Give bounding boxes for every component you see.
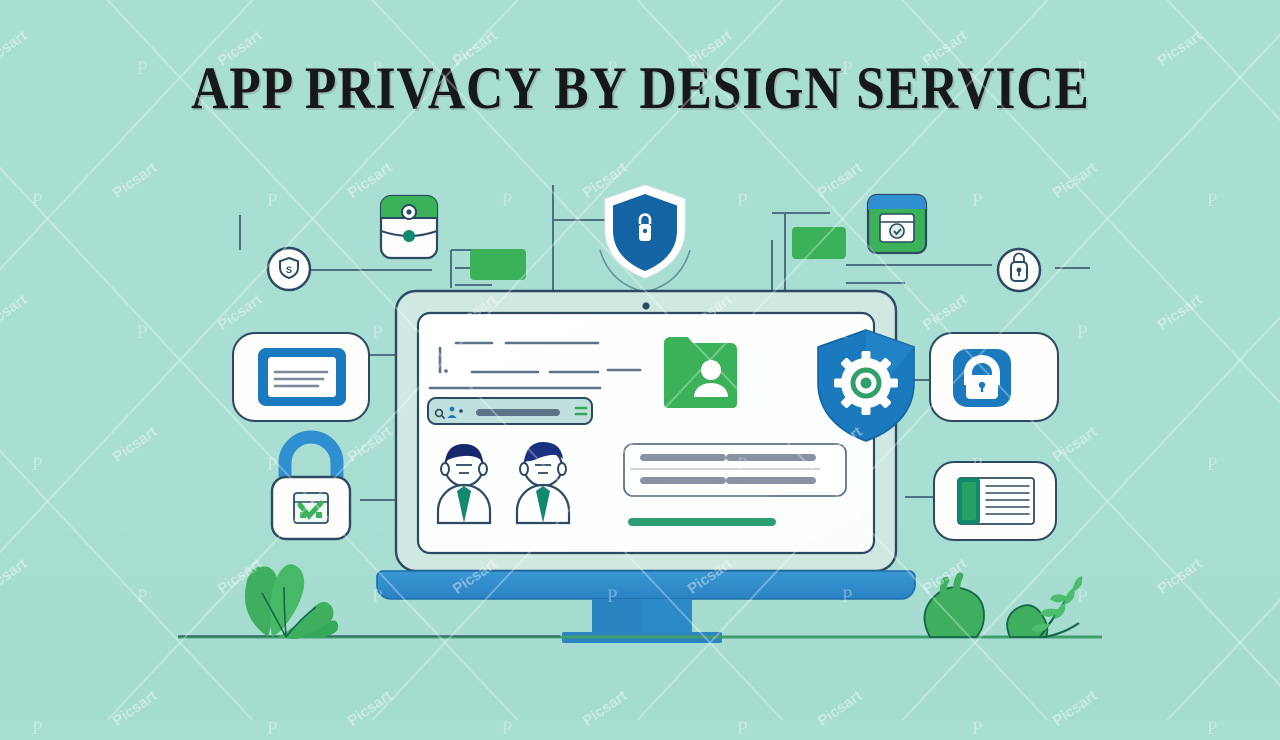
green-block-left (470, 249, 526, 280)
menu-icon (574, 406, 588, 416)
user-avatar-2[interactable] (515, 442, 571, 525)
message-card-icon[interactable] (232, 332, 370, 422)
bush-right (923, 572, 985, 638)
camera-dot (642, 302, 650, 310)
gear-icon (834, 351, 898, 415)
info-panel[interactable] (623, 443, 847, 497)
search-bar[interactable] (427, 397, 593, 425)
padlock-check-icon[interactable] (270, 430, 352, 541)
list-document-card-icon[interactable] (933, 461, 1057, 541)
user-folder-icon[interactable] (664, 337, 737, 408)
lock-tag-circle-icon[interactable] (996, 247, 1042, 293)
desktop-monitor[interactable] (376, 289, 916, 643)
green-block-right (792, 227, 846, 259)
secure-briefcase-icon[interactable] (379, 194, 439, 260)
plant-left (244, 564, 339, 639)
shield-lock-icon[interactable] (599, 184, 691, 293)
shield-badge-circle-icon[interactable]: S (266, 246, 312, 292)
fern-right (1031, 576, 1083, 639)
illustration-canvas: S (0, 0, 1280, 720)
secure-browser-icon[interactable] (866, 193, 928, 255)
user-avatar-1[interactable] (436, 444, 492, 525)
padlock-card-icon[interactable] (929, 332, 1059, 422)
screen-text-lines (428, 341, 642, 390)
svg-text:S: S (286, 265, 292, 275)
shield-gear-icon[interactable] (817, 329, 915, 442)
progress-bar (628, 518, 776, 526)
monitor-base (376, 570, 916, 600)
